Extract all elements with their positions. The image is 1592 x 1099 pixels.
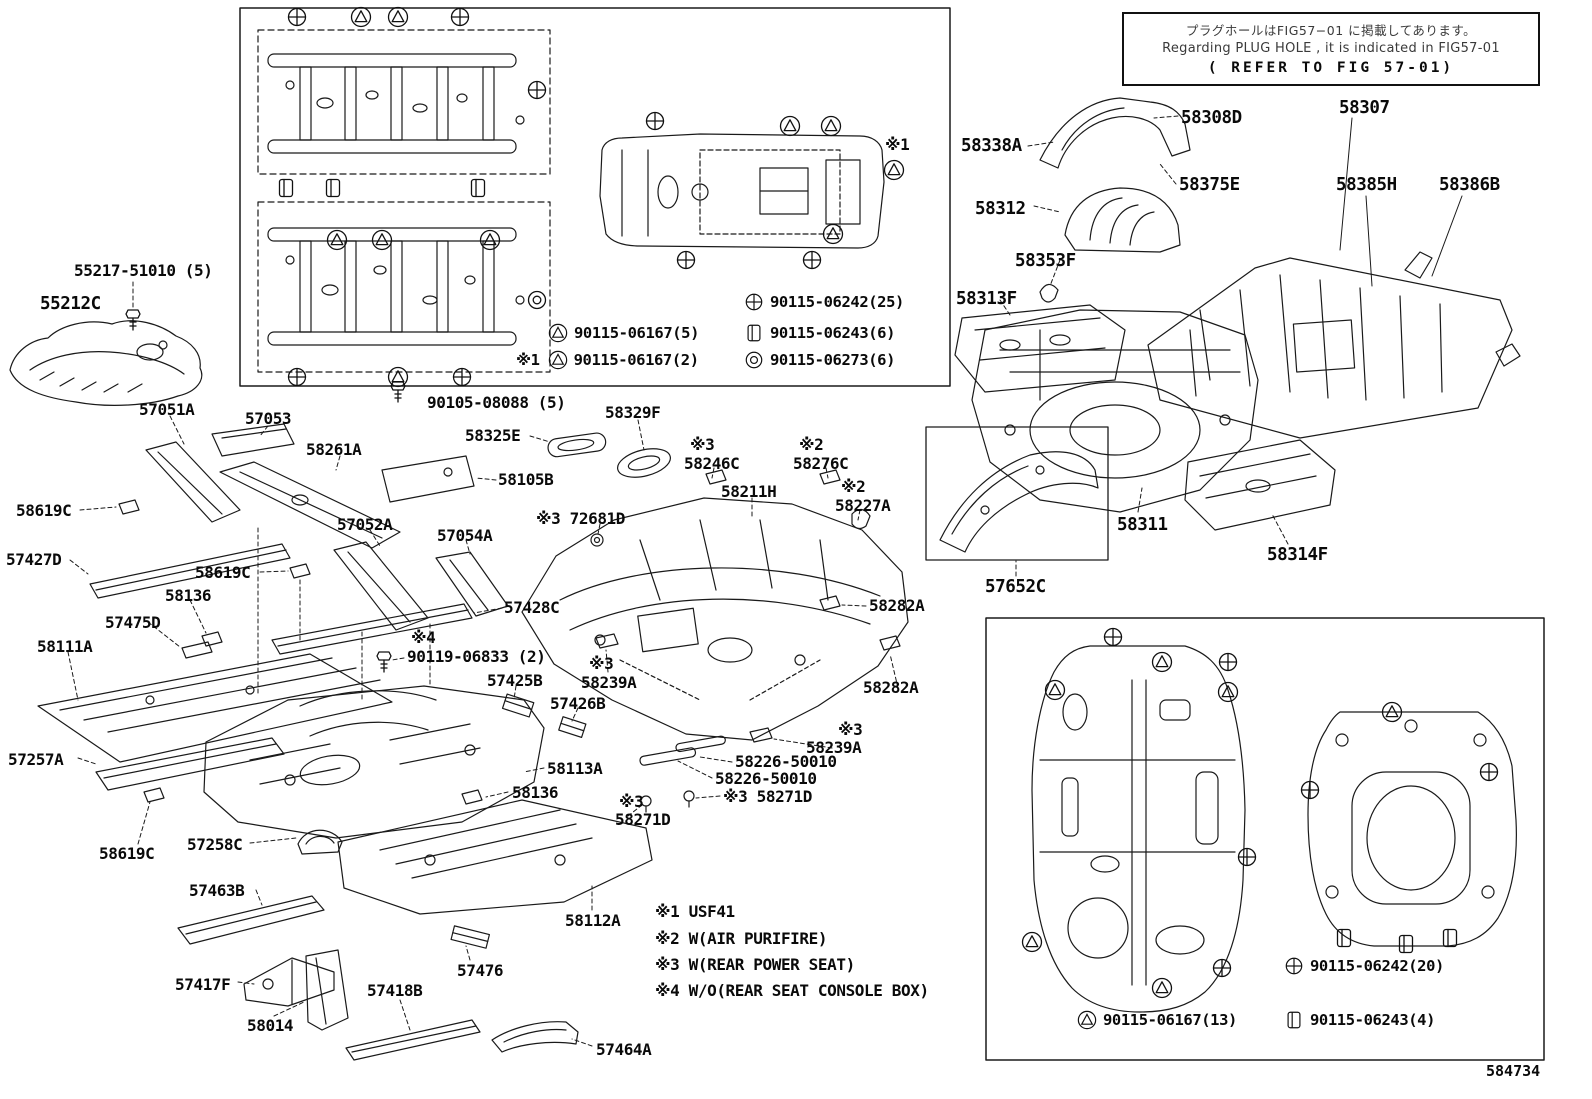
leader-lines [67,115,1289,1047]
legend-row-06242-bottom: 90115-06242(20) [1284,956,1444,976]
circle-triangle-icon [548,323,568,343]
circle-plus-icon [1285,957,1303,975]
legend-row-06242: 90115-06242(25) [744,292,904,312]
legend-row-06167-5: 90115-06167(5) [548,323,699,343]
pointer-lines [1339,117,1463,287]
underbody-rear-detail-view [1031,645,1246,1013]
rear-brackets-58308d-58338a [1039,97,1191,169]
frame-view-1 [257,29,551,175]
front-rails-and-braces [89,423,671,805]
rear-panel-58307 [1147,251,1521,439]
rear-floor-pan-58311 [971,309,1259,513]
circle-plus-icon [745,293,763,311]
square-clip-icon [747,324,761,342]
plug-hole-note-box: プラグホールはFIG57−01 に掲載してあります。 Regarding PLU… [1122,12,1540,86]
circle-triangle-icon [1077,1010,1097,1030]
side-member-57652c [939,451,1099,553]
fastener-symbols [125,6,1499,999]
center-floor-pan-58211h [521,469,909,813]
underbody-detail-box [985,617,1545,1061]
frame-view-2 [257,201,551,373]
heat-shield-55212c [9,320,203,406]
page-code: 584734 [1486,1062,1541,1080]
legend-row-06273: 90115-06273(6) [744,350,895,370]
underbody-overview [599,133,885,249]
note-japanese-line: プラグホールはFIG57−01 に掲載してあります。 [1185,23,1477,38]
legend-row-06243: 90115-06243(6) [744,323,895,343]
note-english-line: Regarding PLUG HOLE , it is indicated in… [1162,41,1500,56]
fastener-part-number: 90115-06243(4) [1310,1011,1436,1029]
underbody-front-detail-view [1307,711,1517,947]
side-member-box-57652c [925,426,1109,561]
circle-triangle-icon [548,350,567,370]
fastener-part-number: 90115-06242(25) [770,293,904,311]
legend-row-06167-bottom: 90115-06167(13) [1077,1010,1237,1030]
note-mark: ※1 [516,351,540,369]
square-clip-icon [1287,1011,1301,1029]
fastener-part-number: 90115-06167(2) [573,351,699,369]
note-refer-line: ( REFER TO FIG 57-01) [1207,60,1455,76]
double-circle-icon [745,351,763,369]
fastener-part-number: 90115-06242(20) [1310,957,1444,975]
clip-58353f [1039,283,1059,303]
frame-detail-box [239,7,951,387]
front-floor-pans [37,653,653,1061]
panel-58314f [1184,439,1336,531]
bracket-58312 [1064,187,1181,253]
fastener-part-number: 90115-06167(5) [574,324,700,342]
fastener-part-number: 90115-06273(6) [770,351,896,369]
fastener-part-number: 90115-06167(13) [1103,1011,1237,1029]
legend-row-06167-2: ※1 90115-06167(2) [516,350,699,370]
fastener-part-number: 90115-06243(6) [770,324,896,342]
legend-row-06243-bottom: 90115-06243(4) [1284,1010,1435,1030]
